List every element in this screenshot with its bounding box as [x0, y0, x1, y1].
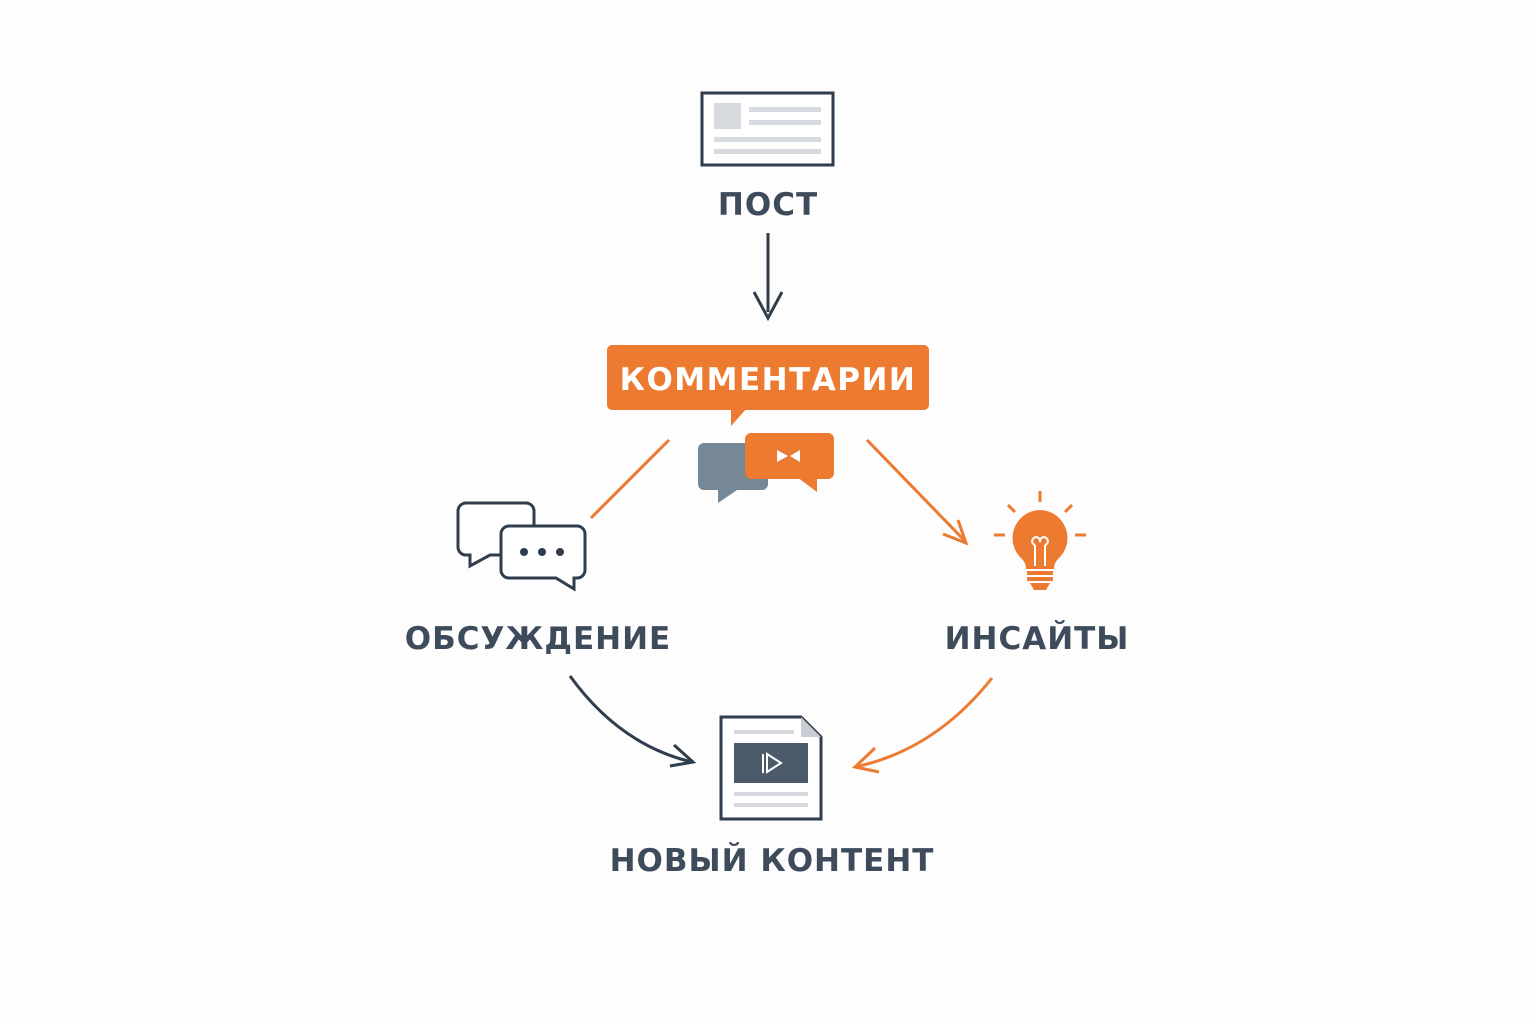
- arrowhead-insights: [851, 746, 880, 774]
- insights-label: ИНСАЙТЫ: [945, 621, 1130, 657]
- post-document-icon: [700, 91, 835, 167]
- new-content-label: НОВЫЙ КОНТЕНТ: [610, 843, 935, 879]
- comments-label: КОММЕНТАРИИ: [620, 362, 917, 398]
- line-comments-to-discussion: [589, 438, 671, 520]
- lightbulb-icon: [994, 491, 1086, 590]
- post-label: ПОСТ: [718, 187, 818, 223]
- arrow-discussion-to-new-content: [568, 675, 693, 764]
- discussion-icon: [456, 501, 587, 592]
- play-icon: [762, 752, 783, 774]
- comments-banner: КОММЕНТАРИИ: [607, 345, 929, 426]
- arrow-post-to-comments: [752, 233, 784, 322]
- video-document-icon: [719, 715, 823, 821]
- arrow-insights-to-new-content: [854, 677, 994, 769]
- arrowhead-discussion: [669, 743, 697, 768]
- arrow-comments-to-insights: [865, 438, 969, 546]
- discussion-label: ОБСУЖДЕНИЕ: [405, 621, 671, 657]
- chat-bubbles-icon: [698, 433, 834, 503]
